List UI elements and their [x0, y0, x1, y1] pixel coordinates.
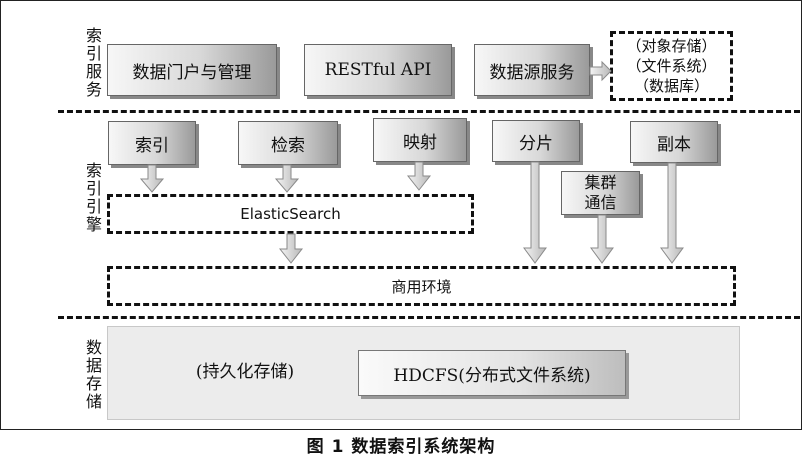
- source-database: （数据库）: [633, 77, 709, 95]
- cluster-line-2: 通信: [584, 193, 617, 212]
- arrow-cluster-down: [590, 214, 614, 264]
- datasource-service-box: 数据源服务: [474, 44, 590, 96]
- mapping-box: 映射: [373, 118, 467, 162]
- layer-label-index-engine: 索引引擎: [83, 161, 102, 234]
- source-object-storage: （对象存储）: [626, 37, 717, 55]
- separator-engine-storage: [58, 316, 800, 319]
- layer-label-data-storage: 数据存储: [83, 339, 102, 411]
- shard-box: 分片: [492, 120, 580, 162]
- portal-management-box: 数据门户与管理: [107, 44, 277, 96]
- arrow-datasource-to-sources: [589, 60, 612, 82]
- source-file-system: （文件系统）: [626, 57, 717, 75]
- arrows-layer: [139, 60, 684, 264]
- arrow-search-down: [274, 164, 300, 193]
- cluster-communication-box: 集群 通信: [561, 171, 640, 215]
- elasticsearch-box: ElasticSearch: [107, 194, 474, 234]
- figure-caption: 图 1 数据索引系统架构: [306, 437, 496, 457]
- persistent-storage-label: (持久化存储): [195, 361, 295, 382]
- hdcfs-box: HDCFS(分布式文件系统): [358, 350, 626, 396]
- arrow-replica-down: [660, 162, 684, 264]
- replica-box: 副本: [630, 121, 718, 163]
- cluster-line-1: 集群: [584, 173, 617, 192]
- restful-api-box: RESTful API: [304, 44, 452, 96]
- arrow-mapping-down: [406, 161, 432, 191]
- separator-service-engine: [58, 110, 800, 113]
- commercial-environment-box: 商用环境: [107, 266, 736, 306]
- arrow-shard-down: [523, 161, 547, 264]
- arrow-es-down: [278, 233, 304, 264]
- search-box: 检索: [238, 121, 338, 165]
- layer-label-index-service: 索引服务: [83, 26, 102, 99]
- arrow-index-down: [139, 164, 165, 193]
- data-sources-box: （对象存储） （文件系统） （数据库）: [610, 31, 733, 101]
- index-box: 索引: [108, 121, 196, 165]
